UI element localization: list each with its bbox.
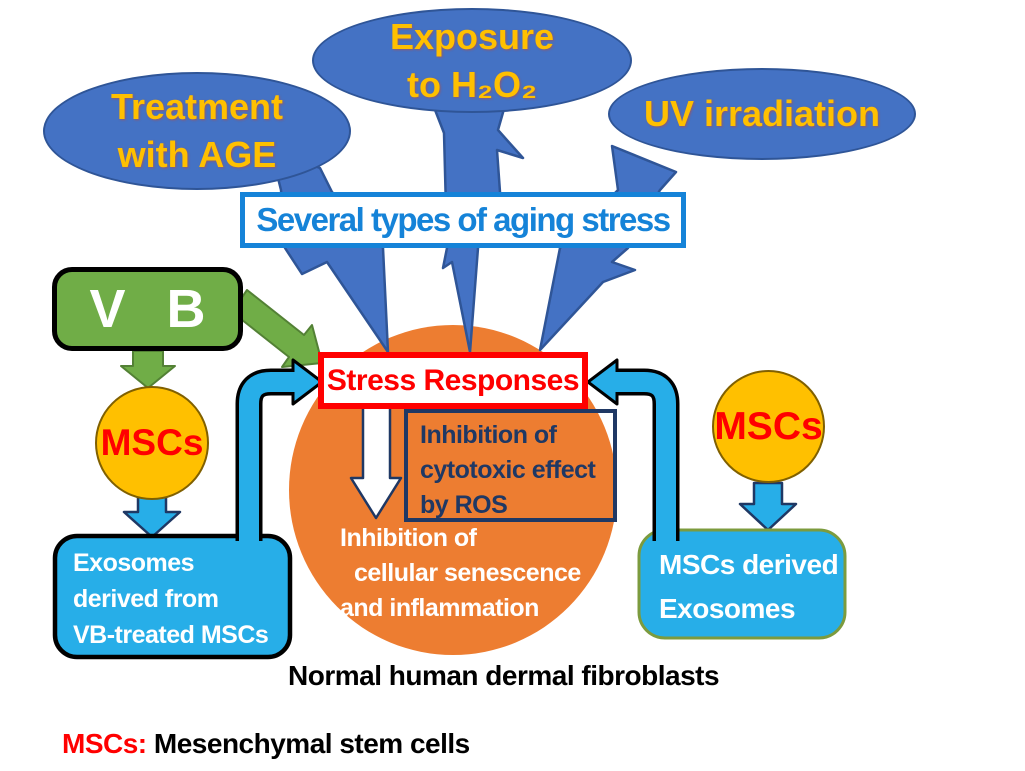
exo-right-line1: MSCs derived — [659, 549, 839, 580]
aging-stress-label: Several types of aging stress — [256, 201, 671, 238]
stimulus-ellipse-age: Treatment with AGE — [43, 72, 351, 190]
age-label-line2: with AGE — [117, 134, 277, 175]
exosome-right-box-text: MSCs derived Exosomes — [659, 543, 839, 631]
exosome-left-box-shape — [52, 533, 293, 660]
uv-label: UV irradiation — [643, 93, 881, 135]
elbow-arrow-right — [586, 358, 680, 541]
legend-abbr: MSCs: — [62, 728, 147, 759]
vb-label: V B — [89, 279, 206, 339]
aging-stress-box: Several types of aging stress — [240, 192, 686, 248]
inhibition-line2: cellular senescence — [354, 559, 581, 587]
exo-right-line2: Exosomes — [659, 593, 796, 624]
h2o2-label-line2: to H₂O₂ — [407, 63, 537, 105]
msc-circle-left: MSCs — [95, 386, 209, 500]
inhibition-line1: Inhibition of — [340, 524, 477, 552]
msc-circle-right: MSCs — [712, 370, 825, 483]
msc-left-label: MSCs — [100, 422, 204, 463]
exo-left-line1: Exosomes — [73, 549, 195, 577]
msc-right-down-arrow-icon — [738, 481, 798, 532]
legend-text: Mesenchymal stem cells — [146, 728, 470, 759]
elbow-arrow-left — [235, 358, 324, 541]
exosome-left-box-text: Exosomes derived from VB-treated MSCs — [73, 545, 269, 653]
ros-line3: by ROS — [420, 491, 508, 519]
exo-left-line3: VB-treated MSCs — [73, 621, 269, 649]
msc-right-label: MSCs — [714, 404, 823, 448]
ros-line2: cytotoxic effect — [420, 456, 596, 484]
cell-caption: Normal human dermal fibroblasts — [288, 660, 720, 691]
stress-responses-box: Stress Responses — [318, 352, 588, 409]
h2o2-label-line1: Exposure — [389, 15, 555, 57]
exosome-right-box-shape — [637, 528, 847, 640]
stress-responses-label: Stress Responses — [326, 363, 580, 397]
senescence-inhibition-text: Inhibition of cellular senescence and in… — [340, 521, 581, 626]
down-arrow-white-icon — [349, 405, 403, 520]
lightning-bolt-uv-icon — [538, 144, 678, 352]
age-label-line1: Treatment — [110, 86, 284, 128]
exo-left-line2: derived from — [73, 585, 219, 613]
ros-line1: Inhibition of — [420, 421, 557, 449]
vb-to-stress-arrow-icon — [231, 289, 323, 368]
ros-inhibition-box: Inhibition of cytotoxic effect by ROS — [404, 409, 617, 522]
vb-to-msc-arrow-icon — [120, 350, 176, 389]
stimulus-ellipse-h2o2: Exposure to H₂O₂ — [312, 8, 632, 113]
vb-box: V B — [52, 267, 243, 351]
msc-left-down-arrow-icon — [122, 495, 182, 539]
legend: MSCs: Mesenchymal stem cells — [62, 728, 470, 760]
inhibition-line3: and inflammation — [340, 594, 539, 622]
stimulus-ellipse-uv: UV irradiation — [608, 68, 916, 160]
